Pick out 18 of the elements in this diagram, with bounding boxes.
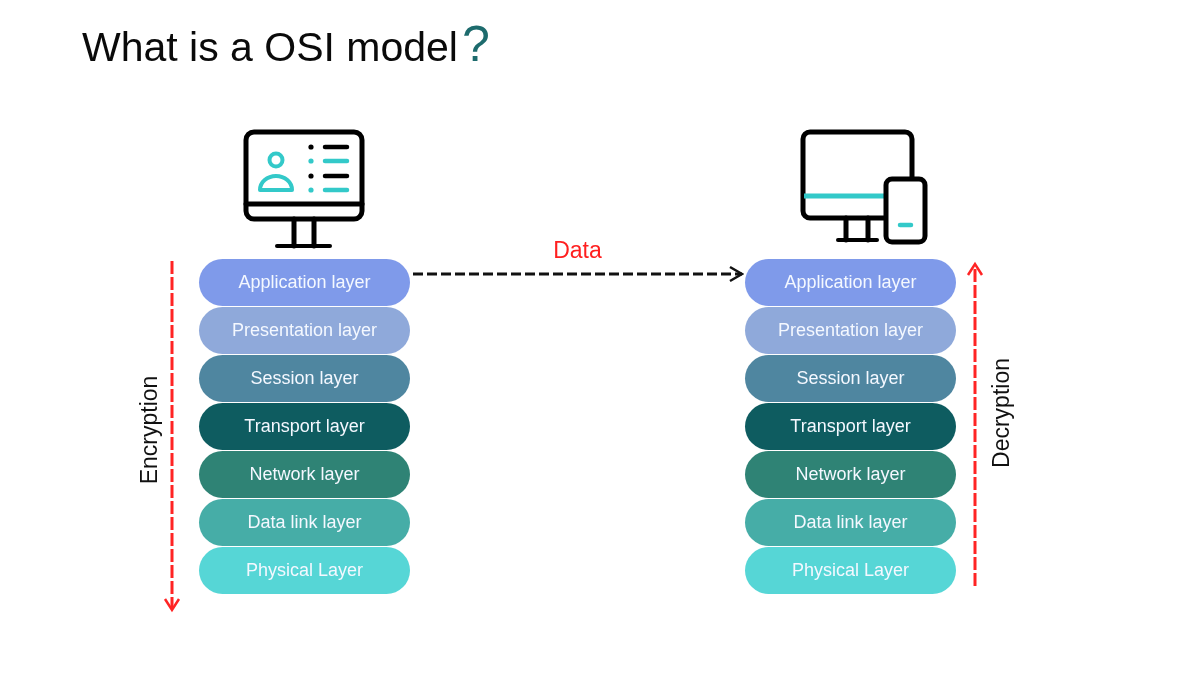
layer-pill: Physical Layer: [745, 547, 956, 594]
layer-pill: Network layer: [199, 451, 410, 498]
layer-pill: Application layer: [745, 259, 956, 306]
layer-pill: Physical Layer: [199, 547, 410, 594]
direction-label: Decryption: [988, 358, 1014, 468]
direction-label: Encryption: [136, 375, 162, 485]
layer-pill: Presentation layer: [199, 307, 410, 354]
layer-pill: Session layer: [745, 355, 956, 402]
layer-pill: Network layer: [745, 451, 956, 498]
layer-pill: Data link layer: [745, 499, 956, 546]
layer-pill: Transport layer: [745, 403, 956, 450]
layer-pill: Application layer: [199, 259, 410, 306]
arrow: [413, 265, 744, 283]
title: What is a OSI model?: [82, 18, 490, 73]
layer-pill: Session layer: [199, 355, 410, 402]
layer-pill: Transport layer: [199, 403, 410, 450]
layer-pill: Presentation layer: [745, 307, 956, 354]
layer-pill: Data link layer: [199, 499, 410, 546]
